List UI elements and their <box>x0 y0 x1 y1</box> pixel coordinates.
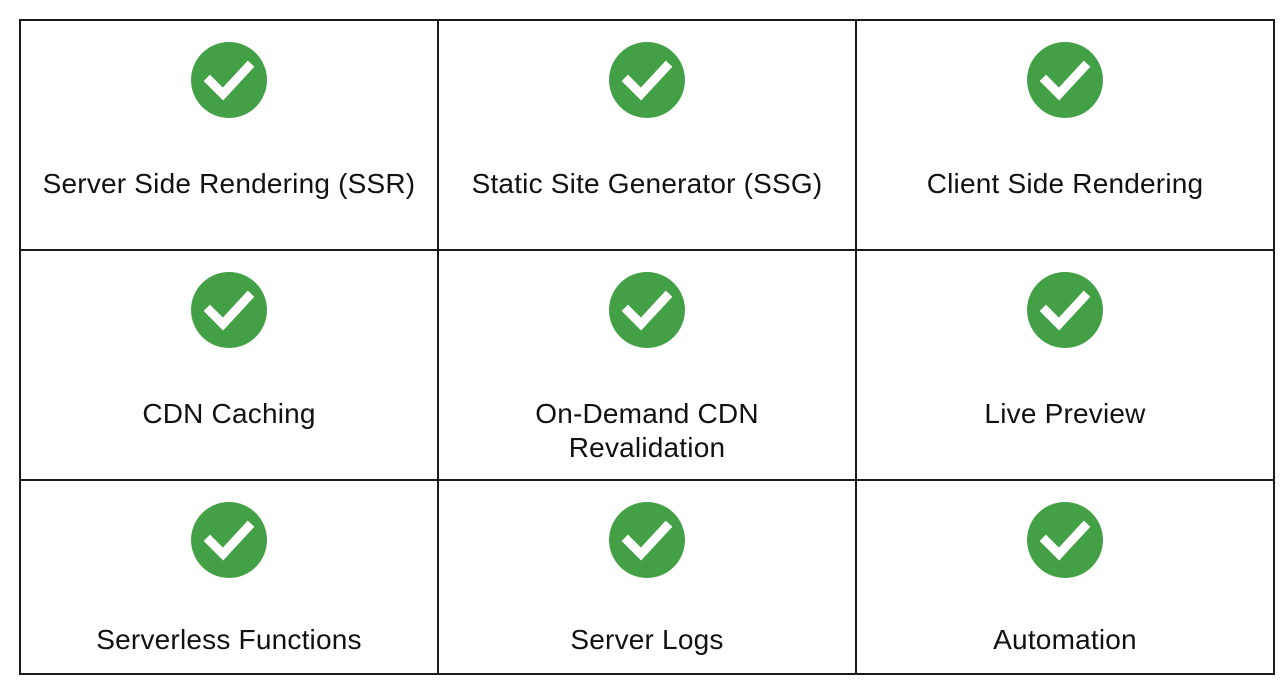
feature-cell: On-Demand CDN Revalidation <box>437 249 857 481</box>
feature-cell-content: On-Demand CDN Revalidation <box>439 251 855 479</box>
feature-row: Serverless Functions Server Logs Automat… <box>19 479 1275 675</box>
feature-cell-content: Live Preview <box>857 251 1273 479</box>
feature-cell: Automation <box>855 479 1275 675</box>
check-circle-icon <box>191 272 267 348</box>
check-circle-icon <box>191 42 267 118</box>
feature-cell-content: Server Side Rendering (SSR) <box>21 21 437 249</box>
feature-label: Automation <box>993 624 1137 655</box>
check-circle-icon <box>1027 272 1103 348</box>
check-circle-icon <box>609 502 685 578</box>
feature-cell: Server Side Rendering (SSR) <box>19 19 439 251</box>
feature-cell-content: Static Site Generator (SSG) <box>439 21 855 249</box>
feature-label: Serverless Functions <box>96 624 362 655</box>
feature-support-grid: Server Side Rendering (SSR) Static Site … <box>19 19 1275 675</box>
feature-label: Server Side Rendering (SSR) <box>42 168 416 199</box>
feature-label: Client Side Rendering <box>926 168 1204 199</box>
feature-label: Static Site Generator (SSG) <box>471 168 823 199</box>
check-circle-icon <box>1027 42 1103 118</box>
feature-row: Server Side Rendering (SSR) Static Site … <box>19 19 1275 251</box>
feature-label: On-Demand CDN Revalidation <box>535 398 759 463</box>
feature-cell: Live Preview <box>855 249 1275 481</box>
feature-cell-content: Client Side Rendering <box>857 21 1273 249</box>
feature-cell: Serverless Functions <box>19 479 439 675</box>
feature-cell: Client Side Rendering <box>855 19 1275 251</box>
check-circle-icon <box>1027 502 1103 578</box>
feature-cell: Server Logs <box>437 479 857 675</box>
feature-label: Live Preview <box>984 398 1146 429</box>
feature-cell-content: Serverless Functions <box>21 481 437 673</box>
check-circle-icon <box>609 42 685 118</box>
feature-cell: Static Site Generator (SSG) <box>437 19 857 251</box>
feature-label: Server Logs <box>570 624 724 655</box>
feature-cell-content: Server Logs <box>439 481 855 673</box>
check-circle-icon <box>609 272 685 348</box>
feature-cell-content: Automation <box>857 481 1273 673</box>
feature-cell: CDN Caching <box>19 249 439 481</box>
check-circle-icon <box>191 502 267 578</box>
feature-cell-content: CDN Caching <box>21 251 437 479</box>
feature-row: CDN Caching On-Demand CDN Revalidation L… <box>19 249 1275 481</box>
feature-label: CDN Caching <box>142 398 316 429</box>
